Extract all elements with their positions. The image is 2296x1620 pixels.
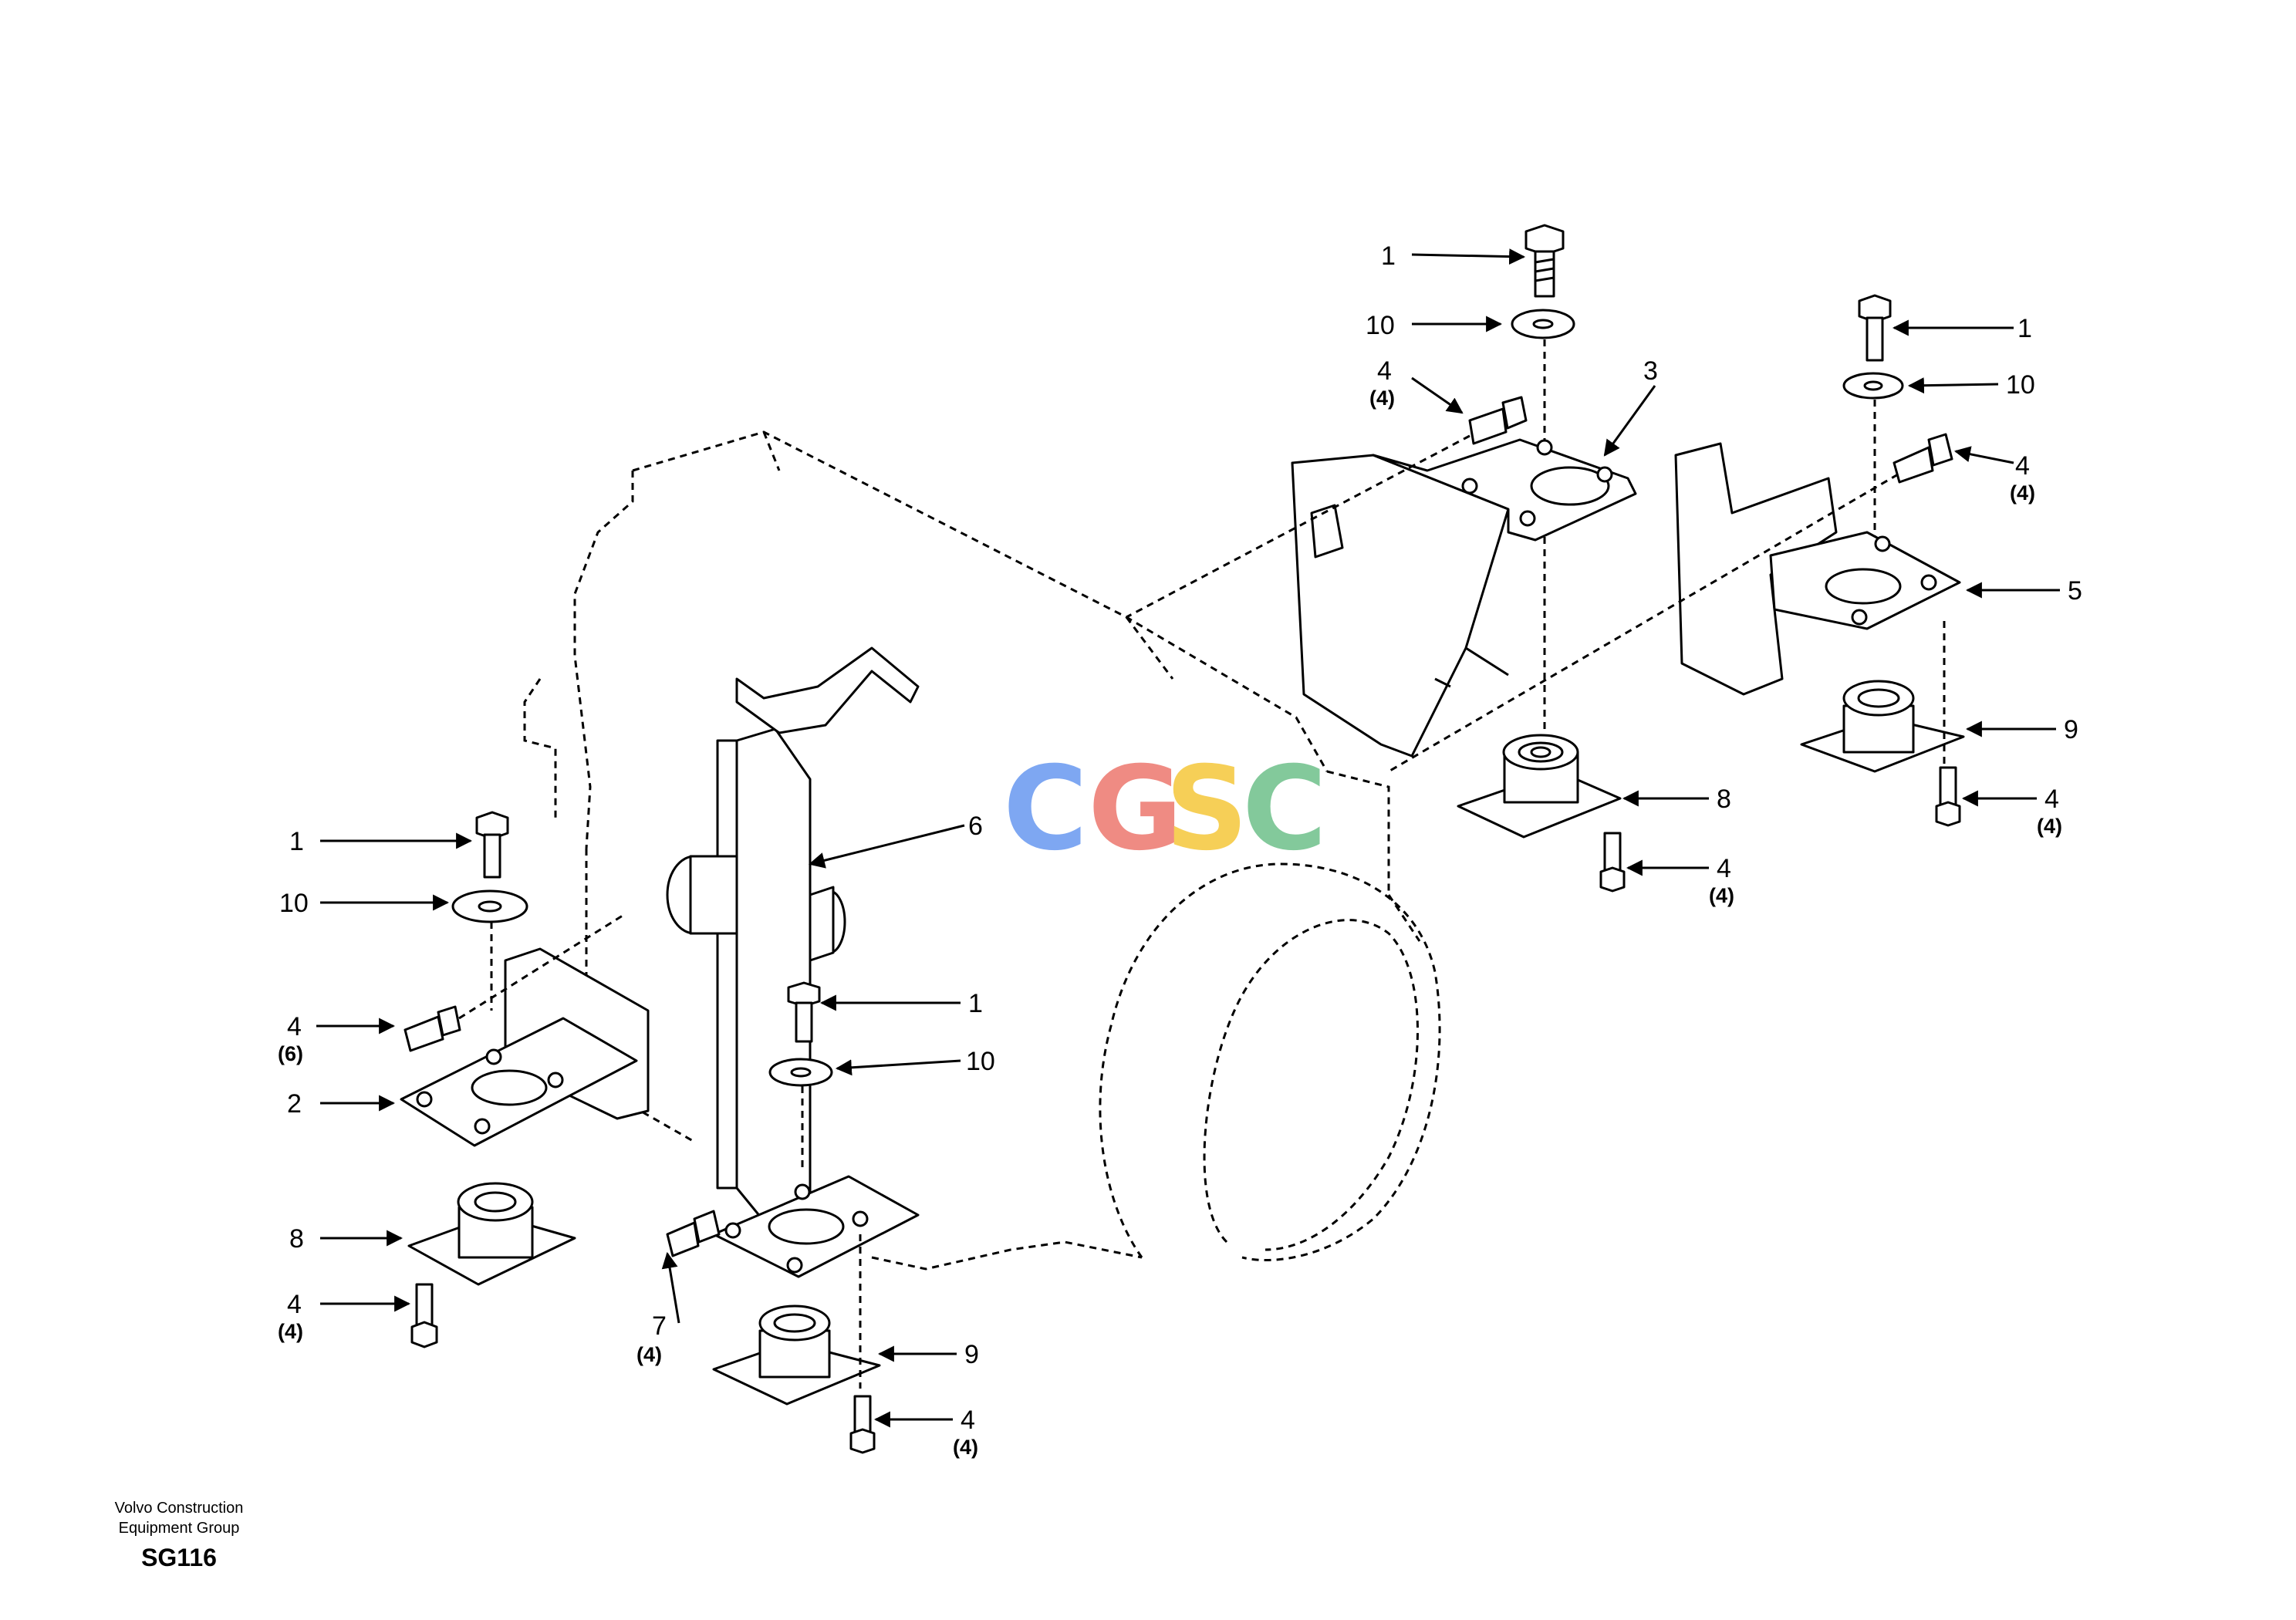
callout-number: 1 (289, 827, 304, 856)
publisher-name: Volvo Construction (115, 1500, 244, 1517)
callout-quantity: (4) (636, 1343, 662, 1366)
callout-quantity: (6) (278, 1042, 303, 1065)
bracket-2-assembly (400, 811, 650, 1348)
callout-number: 1 (2017, 314, 2032, 343)
callout-number: 2 (287, 1089, 302, 1119)
bolt-part (666, 1210, 721, 1257)
bolt-part (787, 981, 821, 1043)
callout-number: 10 (1366, 311, 1395, 340)
cgsc-watermark: C G S C (1003, 742, 1327, 876)
callout-number: 6 (968, 812, 983, 841)
bolt-part (849, 1395, 876, 1454)
engine-mount-part (1800, 680, 1965, 773)
footer: Volvo Construction Equipment Group SG116 (115, 1500, 244, 1571)
bracket-part (1291, 454, 1510, 758)
callout-quantity: (4) (1369, 386, 1395, 410)
callout-number: 4 (287, 1012, 302, 1041)
callout-number: 1 (1381, 241, 1396, 271)
callout-number: 4 (2015, 451, 2030, 481)
callout-quantity: (4) (1709, 884, 1734, 907)
callout-number: 5 (2068, 576, 2082, 606)
callout-number: 10 (966, 1047, 995, 1076)
bolt-part (1599, 832, 1626, 893)
bolt-part (403, 1005, 461, 1052)
callout-quantity: (4) (2037, 815, 2062, 838)
callout-leaders (316, 248, 2060, 1428)
callout-number: 10 (279, 889, 309, 918)
watermark-letter: C (1003, 742, 1088, 876)
callout-number: 9 (2064, 715, 2078, 744)
bracket-3-assembly (1126, 224, 1637, 893)
callout-number: 4 (961, 1406, 975, 1435)
callout-number: 9 (964, 1340, 979, 1369)
callout-number: 1 (968, 989, 983, 1018)
engine-mount-part (712, 1304, 881, 1406)
watermark-letter: S (1165, 742, 1248, 876)
watermark-letter: G (1088, 742, 1183, 876)
callout-number: 3 (1643, 356, 1658, 386)
callout-quantity: (4) (953, 1436, 978, 1459)
bracket-part (735, 727, 812, 1232)
bolt-part (410, 1283, 438, 1348)
callout-number: 4 (1377, 356, 1392, 386)
watermark-letter: C (1242, 742, 1327, 876)
bracket-5-assembly (1388, 294, 1965, 827)
callout-labels: 1 10 4 (4) 3 1 10 4 (4) 5 9 4 (4) 8 4 (4… (278, 241, 2082, 1459)
callout-number: 4 (287, 1290, 302, 1319)
callout-quantity: (4) (2010, 481, 2035, 505)
bolt-part (1858, 294, 1892, 362)
engine-mount-part (1457, 734, 1622, 839)
callout-number: 8 (1717, 785, 1731, 814)
bracket-6-assembly (666, 646, 920, 1454)
bolt-part (1935, 766, 1961, 827)
engine-mount-part (407, 1182, 576, 1286)
callout-number: 4 (1717, 854, 1731, 883)
callout-number: 8 (289, 1224, 304, 1254)
callout-number: 4 (2044, 785, 2059, 814)
publisher-name: Equipment Group (119, 1520, 240, 1537)
callout-quantity: (4) (278, 1320, 303, 1343)
bolt-part (1468, 396, 1528, 445)
callout-number: 7 (652, 1311, 667, 1341)
bolt-part (1893, 433, 1953, 484)
figure-code: SG116 (141, 1544, 217, 1571)
callout-number: 10 (2006, 370, 2035, 400)
bolt-part (1524, 224, 1565, 298)
bolt-part (475, 811, 509, 879)
